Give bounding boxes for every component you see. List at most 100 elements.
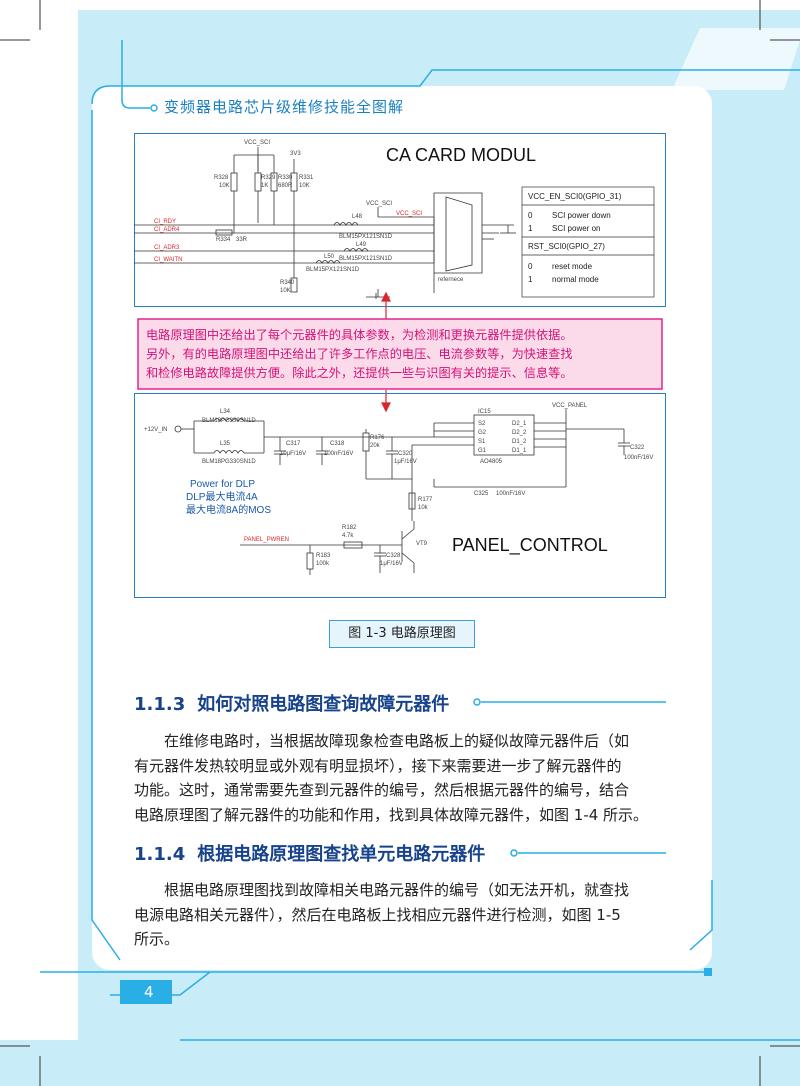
label-vcc-sci: VCC_SCI — [244, 140, 270, 146]
label-12v-in: +12V_IN — [144, 427, 168, 433]
top-block-frame — [134, 133, 666, 307]
top-block-title: CA CARD MODUL — [386, 145, 536, 165]
label-c322: C322 — [630, 445, 645, 451]
paragraph-line: 所示。 — [134, 930, 180, 948]
label-panel-pwren: PANEL_PWREN — [244, 537, 289, 543]
label-r334-val: 33R — [236, 237, 248, 243]
gpio-row-2-key: 0 — [528, 211, 533, 220]
label-pin-g2: G2 — [478, 430, 487, 436]
section-title-113: 如何对照电路图查询故障元器件 — [197, 694, 450, 715]
power-note-3: 最大电流8A的MOS — [186, 503, 271, 516]
label-r340: R340 — [280, 280, 295, 286]
label-vcc-panel: VCC_PANEL — [552, 403, 588, 409]
label-l48: L48 — [352, 214, 363, 220]
label-ic15: IC15 — [478, 409, 491, 415]
label-l50-part: BLM15PX121SN1D — [306, 267, 360, 273]
gpio-table — [521, 186, 655, 298]
gpio-row-3-val: SCI power on — [552, 224, 600, 233]
label-l35-part: BLM18PG330SN1D — [202, 459, 256, 465]
label-r331-val: 10K — [299, 183, 310, 189]
label-ci-waitn: CI_WAITN — [154, 257, 182, 263]
label-vcc-sci-2: VCC_SCI — [366, 201, 392, 207]
book-title: 变频器电路芯片级维修技能全图解 — [164, 98, 405, 116]
label-ci-rdy: CI_RDY — [154, 219, 176, 225]
label-r182: R182 — [342, 525, 357, 531]
note-box — [137, 318, 663, 390]
label-c317-val: 10μF/16V — [280, 451, 306, 457]
circuit-schematic: CA CARD MODUL VCC_SCI 3V3 R32 — [134, 133, 666, 598]
label-c318-val: 100nF/16V — [324, 451, 353, 457]
section-number-113: 1.1.3 — [134, 694, 186, 715]
note-line-1: 电路原理图中还给出了每个元器件的具体参数，为检测和更换元器件提供依据。 — [146, 327, 573, 342]
gpio-row-6-val: normal mode — [552, 275, 599, 284]
note-line-3: 和检修电路故障提供方便。除此之外，还提供一些与识图有关的提示、信息等。 — [146, 365, 573, 380]
label-c328: C328 — [386, 553, 401, 559]
section-number-114: 1.1.4 — [134, 844, 186, 865]
label-r176: R176 — [370, 435, 385, 441]
label-r329: R329 — [261, 175, 276, 181]
label-r340-val: 10K — [280, 288, 291, 294]
label-l49: L49 — [356, 242, 367, 248]
label-r330: R330 — [278, 175, 293, 181]
label-c322-val: 100nF/16V — [624, 455, 653, 461]
section-body-113: 在维修电路时，当根据故障现象检查电路板上的疑似故障元器件后（如 有元器件发热较明… — [134, 729, 669, 827]
label-l34-part: BLM18PG330SN1D — [202, 418, 256, 424]
label-c328-val: 1μF/16V — [380, 561, 403, 567]
gpio-row-5-val: reset mode — [552, 262, 593, 271]
page-number: 4 — [120, 980, 172, 1004]
label-ao4805: AO4805 — [480, 459, 503, 465]
section-heading-114: 1.1.4 根据电路原理图查找单元电路元器件 — [134, 840, 485, 866]
label-pin-g1: G1 — [478, 448, 487, 454]
label-vcc-sci-red: VCC_SCI — [396, 211, 422, 217]
label-r328: R328 — [214, 175, 229, 181]
label-3v3: 3V3 — [290, 151, 301, 157]
label-pin-s2: S2 — [478, 421, 486, 427]
gpio-row-4: RST_SCI0(GPIO_27) — [528, 242, 605, 251]
bottom-block-frame — [134, 393, 666, 598]
label-r183-val: 100k — [316, 561, 330, 567]
label-pin-d2-2: D2_2 — [512, 430, 527, 436]
gpio-row-2-val: SCI power down — [552, 211, 611, 220]
label-r177-val: 10k — [418, 505, 429, 511]
section-body-114: 根据电路原理图找到故障相关电路元器件的编号（如无法开机，就查找 电源电路相关元器… — [134, 878, 669, 952]
gpio-row-6-key: 1 — [528, 275, 533, 284]
label-l50: L50 — [324, 254, 335, 260]
label-pin-d2-1: D2_1 — [512, 421, 527, 427]
gpio-row-5-key: 0 — [528, 262, 533, 271]
paragraph-line: 电源电路相关元器件），然后在电路板上找相应元器件进行检测，如图 1-5 — [134, 905, 621, 924]
label-ci-adr4: CI_ADR4 — [154, 227, 180, 233]
label-pin-d1-2: D1_2 — [512, 439, 527, 445]
paragraph-line: 有元器件发热较明显或外观有明显损坏），接下来需要进一步了解元器件的 — [134, 756, 622, 775]
label-r328-val: 10K — [219, 183, 230, 189]
gpio-row-3-key: 1 — [528, 224, 533, 233]
label-r176-val: 20k — [370, 443, 381, 449]
bottom-block-title: PANEL_CONTROL — [452, 535, 608, 556]
label-r183: R183 — [316, 553, 331, 559]
label-l48-part: BLM15PX121SN1D — [339, 234, 393, 240]
label-l35: L35 — [220, 441, 231, 447]
paragraph-line: 在维修电路时，当根据故障现象检查电路板上的疑似故障元器件后（如 — [164, 732, 630, 750]
label-c325: C325 — [474, 491, 489, 497]
note-line-2: 另外，有的电路原理图中还给出了许多工作点的电压、电流参数等，为快速查找 — [146, 346, 573, 361]
label-r177: R177 — [418, 497, 433, 503]
power-note-1: Power for DLP — [190, 479, 255, 490]
section-title-114: 根据电路原理图查找单元电路元器件 — [197, 844, 486, 865]
label-r331: R331 — [299, 175, 314, 181]
label-l49-part: BLM15PX121SN1D — [339, 256, 393, 262]
label-ci-adr3: CI_ADR3 — [154, 245, 180, 251]
label-refernece: refernece — [438, 277, 464, 283]
label-r330-val: 680R — [278, 183, 293, 189]
paragraph-line: 电路原理图了解元器件的功能和作用，找到具体故障元器件，如图 1-4 所示。 — [134, 805, 649, 824]
label-r182-val: 4.7k — [342, 533, 354, 539]
paragraph-line: 功能。这时，通常需要先查到元器件的编号，然后根据元器件的编号，结合 — [134, 781, 630, 799]
label-c318: C318 — [330, 441, 345, 447]
gpio-row-1: VCC_EN_SCI0(GPIO_31) — [528, 192, 622, 201]
label-r329-val: 1K — [261, 183, 268, 189]
label-c317: C317 — [286, 441, 301, 447]
label-vt9: VT9 — [416, 541, 428, 547]
label-pin-d1-1: D1_1 — [512, 448, 527, 454]
label-c320: C320 — [398, 451, 413, 457]
paragraph-line: 根据电路原理图找到故障相关电路元器件的编号（如无法开机，就查找 — [164, 881, 630, 899]
label-pin-s1: S1 — [478, 439, 486, 445]
label-r334: R334 — [216, 237, 231, 243]
